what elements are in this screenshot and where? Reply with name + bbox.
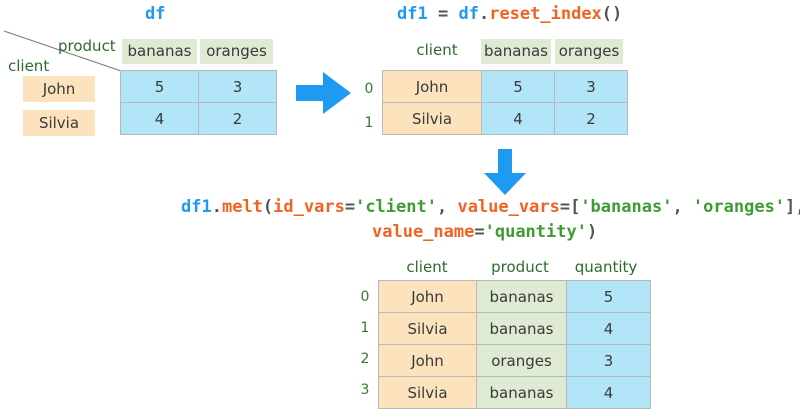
code-token: ] (785, 197, 796, 217)
code-token: = (559, 197, 571, 217)
table-row: Silvia 4 2 (382, 102, 628, 135)
code-token: , (795, 197, 800, 217)
table-df1-index-0: 0 (364, 81, 374, 97)
code-token: () (601, 4, 623, 24)
code-token: id_vars (273, 197, 345, 217)
code-token: = (437, 4, 449, 24)
table-melted-col-header-0: client (406, 258, 448, 276)
table-row: John 5 3 (382, 70, 628, 103)
cell: 4 (120, 102, 199, 135)
table-df1-index-1: 1 (364, 115, 374, 131)
table-df-row-label-1: Silvia (23, 110, 95, 136)
code-token: 'bananas' (580, 197, 673, 217)
code-melt-line-2: value_name='quantity') (372, 222, 597, 242)
code-token: . (211, 197, 222, 217)
code-token: value_vars (457, 197, 560, 217)
cell: 5 (481, 70, 555, 103)
cell: John (382, 70, 482, 103)
code-token (428, 4, 438, 24)
cell: Silvia (382, 102, 482, 135)
table-df-col-header-0: bananas (122, 39, 197, 64)
arrow-down-icon (484, 149, 526, 195)
cell: 4 (566, 312, 651, 345)
cell: 3 (198, 70, 277, 103)
cell: bananas (476, 280, 567, 313)
table-row: Silvia bananas 4 (378, 312, 651, 345)
cell: bananas (476, 376, 567, 409)
cell: oranges (476, 344, 567, 377)
cell: 4 (481, 102, 555, 135)
cell: Silvia (378, 376, 477, 409)
table-row: John bananas 5 (378, 280, 651, 313)
table-row: Silvia bananas 4 (378, 376, 651, 409)
table-melted-col-header-1: product (491, 258, 549, 276)
cell: 3 (554, 70, 628, 103)
table-row: 5 3 (120, 70, 277, 103)
table-melted-index-3: 3 (360, 382, 370, 398)
table-df-col-header-1: oranges (200, 39, 273, 64)
code-token: df1 (181, 197, 212, 217)
code-token: ) (586, 222, 598, 242)
code-token: ( (262, 197, 274, 217)
corner-diagonal-line (3, 30, 122, 72)
code-token: , (672, 197, 693, 217)
code-token: [ (570, 197, 581, 217)
cell: John (378, 280, 477, 313)
cell: 4 (566, 376, 651, 409)
table-melted-index-2: 2 (360, 351, 370, 367)
axis-label-product: product (58, 37, 116, 55)
table-df-row-label-0: John (23, 76, 95, 102)
code-melt-line-1: df1.melt(id_vars='client', value_vars=['… (181, 197, 800, 217)
cell: John (378, 344, 477, 377)
table-df-body: 5 3 4 2 (120, 70, 277, 135)
cell: 5 (566, 280, 651, 313)
code-reset-index: df1 = df.reset_index() (397, 4, 622, 24)
table-melted-index-1: 1 (360, 320, 370, 336)
code-token: = (344, 197, 356, 217)
page-title-df: df (145, 4, 166, 24)
cell: 2 (554, 102, 628, 135)
code-token (448, 4, 458, 24)
table-melted-body: John bananas 5 Silvia bananas 4 John ora… (378, 280, 651, 409)
arrow-right-icon (296, 72, 351, 114)
axis-label-client: client (8, 57, 50, 75)
code-token: value_name (372, 222, 475, 242)
cell: Silvia (378, 312, 477, 345)
table-row: 4 2 (120, 102, 277, 135)
code-token: . (478, 4, 490, 24)
code-token: , (436, 197, 458, 217)
table-df1-body: John 5 3 Silvia 4 2 (382, 70, 628, 135)
code-token: df (458, 4, 479, 24)
code-token: 'quantity' (484, 222, 587, 242)
table-df1-col-header-2: oranges (555, 39, 623, 64)
table-df1-col-header-1: bananas (481, 39, 551, 64)
table-df1-col-header-0: client (416, 41, 458, 59)
code-token: = (474, 222, 485, 242)
table-row: John oranges 3 (378, 344, 651, 377)
table-melted-index-0: 0 (360, 289, 370, 305)
code-token: 'oranges' (692, 197, 786, 217)
cell: 5 (120, 70, 199, 103)
cell: 2 (198, 102, 277, 135)
code-token: melt (221, 197, 263, 217)
cell: bananas (476, 312, 567, 345)
table-melted-col-header-2: quantity (574, 258, 638, 276)
cell: 3 (566, 344, 651, 377)
code-token: 'client' (355, 197, 437, 217)
code-token: reset_index (489, 4, 602, 24)
code-token: df1 (397, 4, 428, 24)
